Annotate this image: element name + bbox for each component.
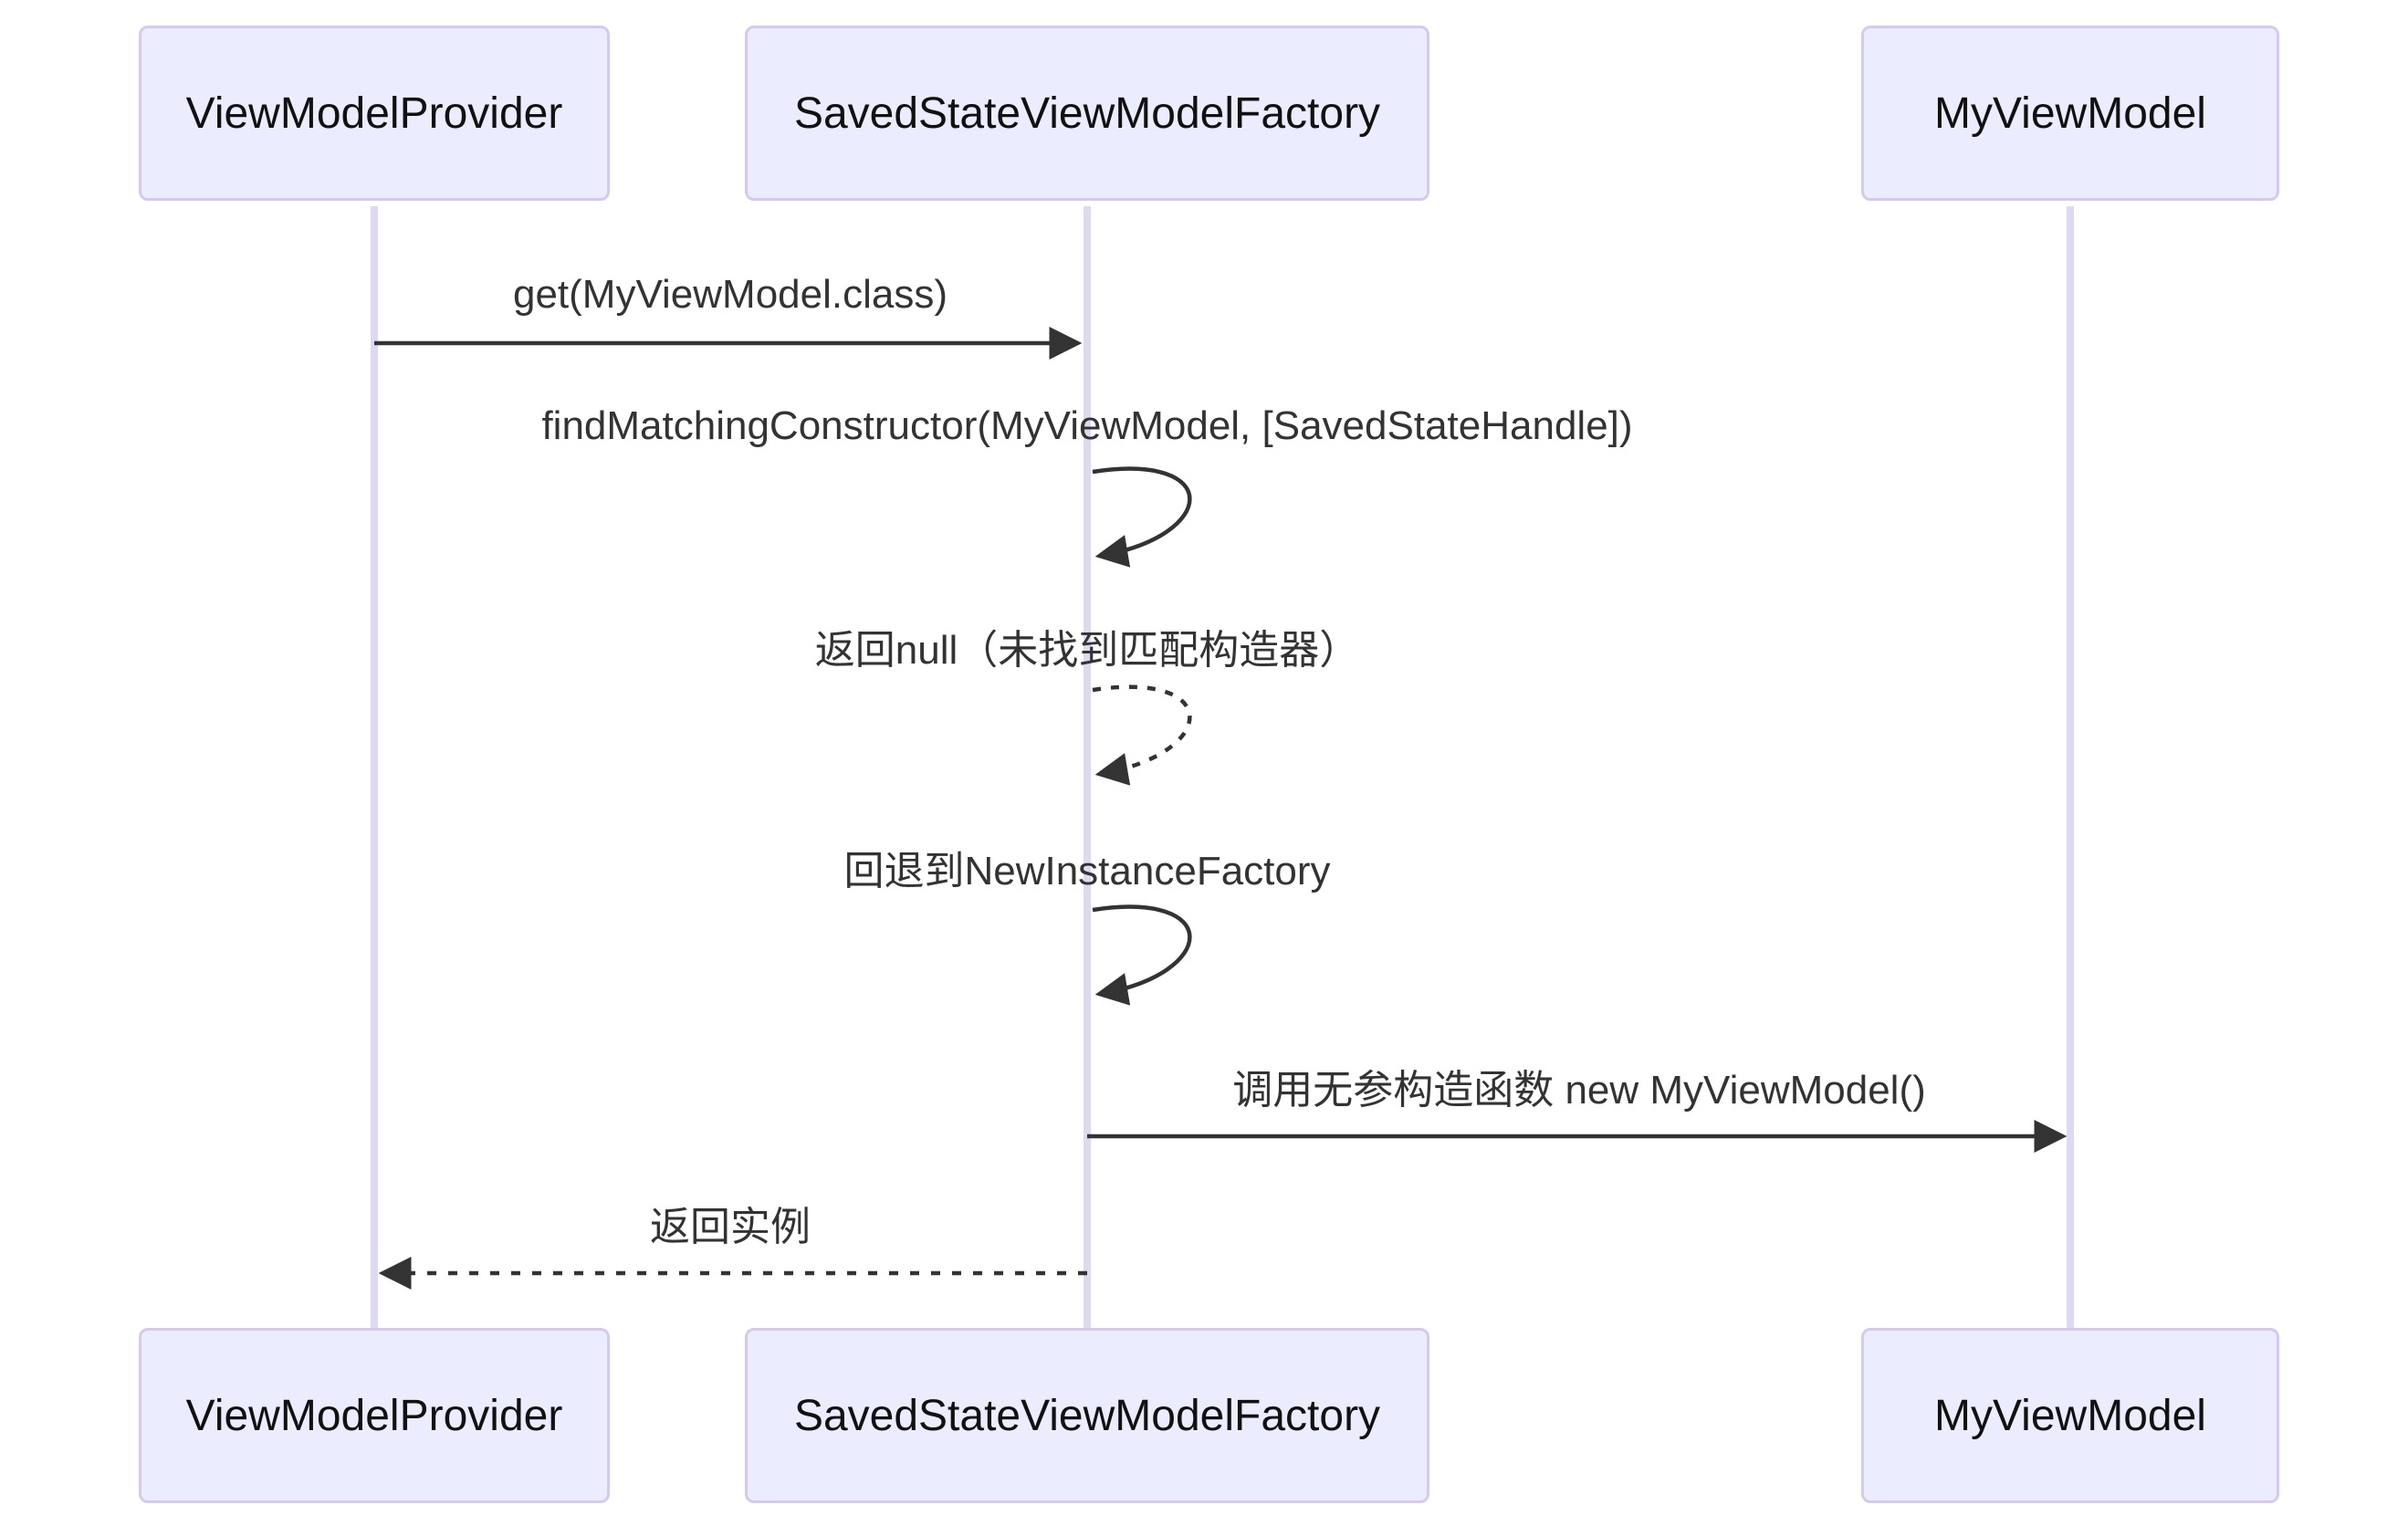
lifeline-viewmodelprovider bbox=[371, 206, 378, 1328]
lifeline-savedstateviewmodelfactory bbox=[1084, 206, 1091, 1328]
self-loop-fallback-newinstancefactory bbox=[1092, 904, 1192, 1006]
actor-label: ViewModelProvider bbox=[185, 89, 563, 138]
actor-bottom-viewmodelprovider: ViewModelProvider bbox=[139, 1328, 610, 1503]
actor-bottom-myviewmodel: MyViewModel bbox=[1861, 1328, 2279, 1503]
actor-label: ViewModelProvider bbox=[185, 1391, 563, 1440]
lifeline-myviewmodel bbox=[2067, 206, 2074, 1328]
actor-bottom-savedstateviewmodelfactory: SavedStateViewModelFactory bbox=[745, 1328, 1429, 1503]
actor-top-savedstateviewmodelfactory: SavedStateViewModelFactory bbox=[745, 26, 1429, 201]
message-label-return-null: 返回null（未找到匹配构造器） bbox=[814, 628, 1360, 673]
self-loop-return-null bbox=[1092, 684, 1192, 786]
self-loop-findmatchingconstructor bbox=[1092, 466, 1192, 568]
message-label-findmatchingconstructor: findMatchingConstructor(MyViewModel, [Sa… bbox=[541, 403, 1633, 448]
actor-top-viewmodelprovider: ViewModelProvider bbox=[139, 26, 610, 201]
message-label-get: get(MyViewModel.class) bbox=[512, 272, 948, 317]
message-label-new-myviewmodel: 调用无参构造函数 new MyViewModel() bbox=[1232, 1068, 1926, 1113]
actor-top-myviewmodel: MyViewModel bbox=[1861, 26, 2279, 201]
actor-label: MyViewModel bbox=[1934, 1391, 2206, 1440]
message-label-return-instance: 返回实例 bbox=[650, 1205, 811, 1249]
actor-label: SavedStateViewModelFactory bbox=[793, 89, 1381, 138]
actor-label: MyViewModel bbox=[1934, 89, 2206, 138]
actor-label: SavedStateViewModelFactory bbox=[793, 1391, 1381, 1440]
message-label-fallback-newinstancefactory: 回退到NewInstanceFactory bbox=[843, 849, 1331, 893]
